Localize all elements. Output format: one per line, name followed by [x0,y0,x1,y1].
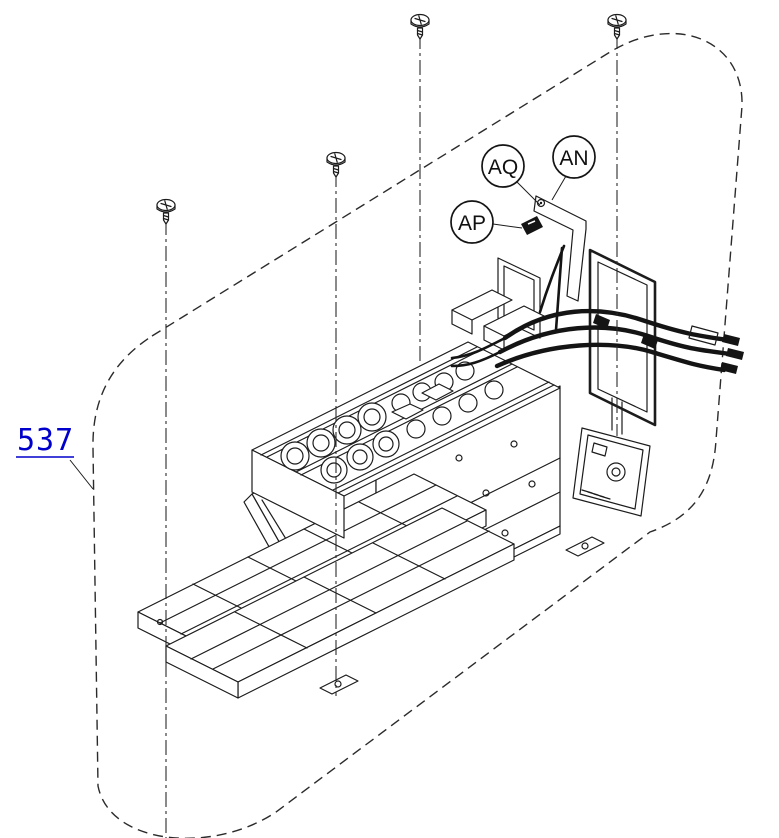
guide-frame-inner [597,261,648,413]
callout-leader [492,223,523,229]
roller [458,393,478,413]
pcb-inner-border [579,434,644,510]
lower-tray [137,473,515,699]
connector-block-side [451,309,473,335]
harness-bracket [521,195,587,332]
screw-icon [607,13,627,40]
callout-aq: AQ [481,144,541,206]
screw-boss-center [539,201,543,205]
roller [406,419,426,439]
roller-gear-hub [286,447,304,465]
callout-label: AP [458,212,486,235]
callout-circle [481,144,525,188]
pcb-component [591,442,608,457]
screws [156,13,627,225]
assembly-boundary-dashed [92,32,743,838]
tray-rib [180,495,458,635]
callout-label: AQ [488,156,518,179]
roller-gear-hub [352,449,368,465]
cable-clip [641,334,658,349]
part-number-leader [69,459,94,490]
roller-deck [251,257,561,539]
roller-gear [320,456,348,484]
callout-circle [450,200,494,244]
pcb-module [572,427,651,517]
cable [502,308,731,343]
roller-gear [280,441,310,471]
connector-plug [726,348,744,360]
bracket-strip [533,195,587,302]
cable-clip [593,314,610,329]
mounting-tab [319,674,359,695]
roller [432,406,452,426]
screw-icon [326,151,346,178]
tray-rib [159,484,437,624]
callout-leader [516,181,541,206]
roller-gear-hub [363,408,381,426]
mounting-tabs [319,536,605,695]
cable-clip-slot [527,220,536,225]
connector-block [451,289,513,321]
mounting-tab-hole [334,680,342,688]
mounting-tab [565,536,605,557]
callout-circle [552,135,596,179]
roller-gear [332,415,362,445]
roller-gear-hub [378,436,394,452]
callout-ap: AP [450,200,523,244]
roller-gear-hub [312,434,330,452]
chassis-hole [528,480,536,488]
tray-divider [303,576,377,614]
cable [450,336,507,360]
roller-gear-hub [338,421,356,439]
roller [484,380,504,400]
deck-left-face [251,449,345,539]
roller-gear [346,443,374,471]
tray-hole [156,618,164,626]
roller-gear [372,430,400,458]
cable-clip [521,216,543,235]
callout-label: AN [559,147,588,170]
screw-centerlines [165,34,618,838]
screw-icon [156,198,176,225]
connector-housing [688,325,719,346]
cable [497,325,733,357]
roller-gear-hub [326,462,342,478]
part-number-link[interactable]: 537 [17,423,74,458]
connector-plug [722,334,740,346]
tray-divider [372,542,446,580]
deck-rail [332,381,555,494]
guide-frame-link [611,397,623,435]
cable [538,244,566,314]
callout-leader [551,175,567,201]
chassis-hole [510,440,518,448]
chassis-hole [455,454,463,462]
cable [450,350,502,368]
callouts: AQ AN AP [450,135,596,244]
cable [494,342,727,373]
chassis-hole [482,489,490,497]
cable-harness [450,244,744,374]
chassis-hole [501,529,509,537]
roller-gear [306,428,336,458]
part-link-537[interactable]: 537 [16,423,94,490]
roller-gear [357,402,387,432]
dial-knob-center [611,467,621,477]
dial-knob [606,462,626,482]
connector-pins [581,489,611,500]
tray-divider [234,611,308,649]
mounting-tab-hole [581,542,589,550]
callout-an: AN [551,135,596,201]
connector-plug [720,362,738,374]
deck-sensor-box [421,383,454,401]
deck-sensor-box [391,403,424,420]
screw-icon [410,13,430,40]
